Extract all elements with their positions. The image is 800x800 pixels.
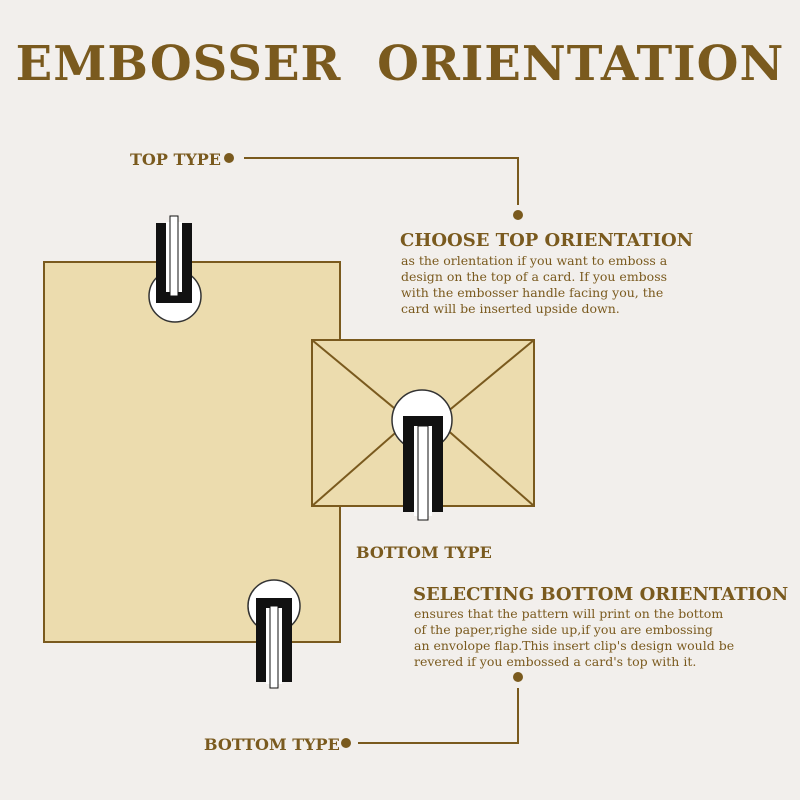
top-orientation-text: as the orlentation if you want to emboss… bbox=[401, 253, 696, 317]
top-orientation-line: card will be inserted upside down. bbox=[401, 301, 620, 316]
bottom-orientation-line: an envolope flap.This insert clip's desi… bbox=[414, 638, 735, 653]
bottom-orientation-line: revered if you embossed a card's top wit… bbox=[414, 654, 697, 669]
top-orientation-heading: CHOOSE TOP ORIENTATION bbox=[400, 230, 694, 251]
bottom-type-leader bbox=[341, 672, 523, 748]
bottom-type-label-lower: BOTTOM TYPE bbox=[204, 735, 340, 754]
top-type-leader bbox=[224, 153, 523, 220]
card bbox=[43, 261, 341, 643]
bottom-orientation-text: ensures that the pattern will print on t… bbox=[414, 606, 784, 670]
top-orientation-line: as the orlentation if you want to emboss… bbox=[401, 253, 668, 268]
page-title: EMBOSSER ORIENTATION bbox=[15, 36, 785, 92]
envelope-bottom-clip-icon bbox=[391, 389, 453, 521]
bottom-orientation-line: ensures that the pattern will print on t… bbox=[414, 606, 724, 621]
bottom-orientation-heading: SELECTING BOTTOM ORIENTATION bbox=[413, 584, 789, 605]
bottom-type-label-middle: BOTTOM TYPE bbox=[356, 543, 492, 562]
card-bottom-clip-icon bbox=[247, 579, 301, 689]
top-orientation-line: with the embosser handle facing you, the bbox=[401, 285, 664, 300]
top-type-label: TOP TYPE bbox=[130, 150, 221, 169]
bottom-orientation-line: of the paper,righe side up,if you are em… bbox=[414, 622, 713, 637]
top-type-clip-icon bbox=[148, 215, 202, 323]
top-orientation-line: design on the top of a card. If you embo… bbox=[401, 269, 668, 284]
